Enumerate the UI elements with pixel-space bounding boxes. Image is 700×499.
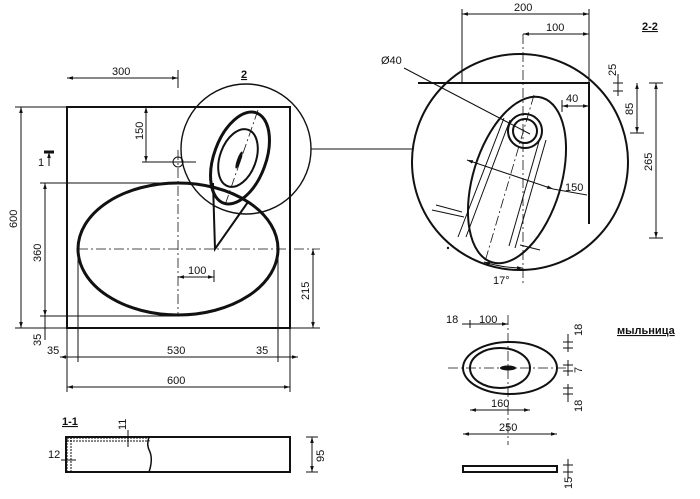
- dim-15: 15: [563, 477, 575, 489]
- dim-250: 250: [499, 422, 517, 434]
- section-marker-label: 1: [38, 157, 44, 169]
- soap-dish-plan: [209, 109, 271, 253]
- dim-300: 300: [112, 66, 130, 78]
- section-title: 1-1: [62, 416, 78, 428]
- dim-18-left: 18: [446, 314, 458, 326]
- dim-12: 12: [48, 449, 60, 461]
- dim-95: 95: [315, 450, 327, 462]
- detail-circle: [411, 53, 629, 271]
- dim-35-left: 35: [47, 345, 59, 357]
- plan-view: 2 1 300 150 600 360 35 100 215: [8, 66, 412, 392]
- dim-600-h: 600: [167, 375, 185, 387]
- hole-outer: [507, 113, 543, 149]
- dim-200: 200: [514, 2, 532, 14]
- dim-100-soap: 100: [479, 314, 497, 326]
- soap-dish-axis: [224, 109, 259, 206]
- dim-18-bottom: 18: [573, 400, 585, 412]
- soap-dish-outer: [209, 110, 271, 206]
- dim-100-plan: 100: [188, 265, 206, 277]
- diameter-leader: [403, 67, 531, 135]
- dim-530: 530: [167, 345, 185, 357]
- dim-600-v: 600: [8, 210, 20, 228]
- dim-85: 85: [624, 103, 636, 115]
- dim-265: 265: [643, 153, 655, 171]
- side-layer-hatch: [66, 437, 72, 473]
- soap-dish-side-profile: [462, 465, 558, 473]
- soap-dish-inner: [217, 128, 259, 188]
- detail-title: 2-2: [642, 21, 658, 33]
- dim-160: 160: [491, 398, 509, 410]
- soap-dish-title: мыльница: [617, 325, 676, 337]
- section-marker-1: 1: [38, 150, 54, 169]
- section-outline: [65, 436, 291, 473]
- detail-countertop-corner: [418, 82, 590, 224]
- dim-25: 25: [607, 64, 619, 76]
- detail-tilted-axis: [483, 94, 535, 266]
- hole-inner: [512, 118, 538, 144]
- dim-100-detail: 100: [546, 22, 564, 34]
- dim-40: 40: [566, 93, 578, 105]
- dim-150: 150: [134, 122, 146, 140]
- dim-angle: 17°: [493, 275, 510, 287]
- dim-18-top: 18: [573, 324, 585, 336]
- dim-35-right: 35: [256, 345, 268, 357]
- section-1-1: 1-1 11 12 95: [48, 416, 327, 473]
- detail-marker: 2: [241, 69, 247, 81]
- detail-soap-dish-outer: [466, 95, 568, 265]
- dim-215: 215: [300, 282, 312, 300]
- soap-dish-view: мыльница 18 100 18 7 18 160 250 15: [446, 314, 676, 489]
- dim-360: 360: [32, 244, 44, 262]
- dim-11: 11: [117, 419, 129, 430]
- top-layer-hatch: [66, 437, 150, 442]
- dim-35-bottom: 35: [32, 334, 44, 346]
- soap-dish-slot: [235, 151, 243, 169]
- dim-d40: Ø40: [381, 55, 402, 67]
- break-line: [146, 436, 153, 473]
- detail-2-2: 200 100 2-2 Ø40 40 150 25 85 265 17°: [381, 2, 663, 287]
- dim-150-detail: 150: [565, 182, 583, 194]
- dim-7: 7: [573, 367, 585, 373]
